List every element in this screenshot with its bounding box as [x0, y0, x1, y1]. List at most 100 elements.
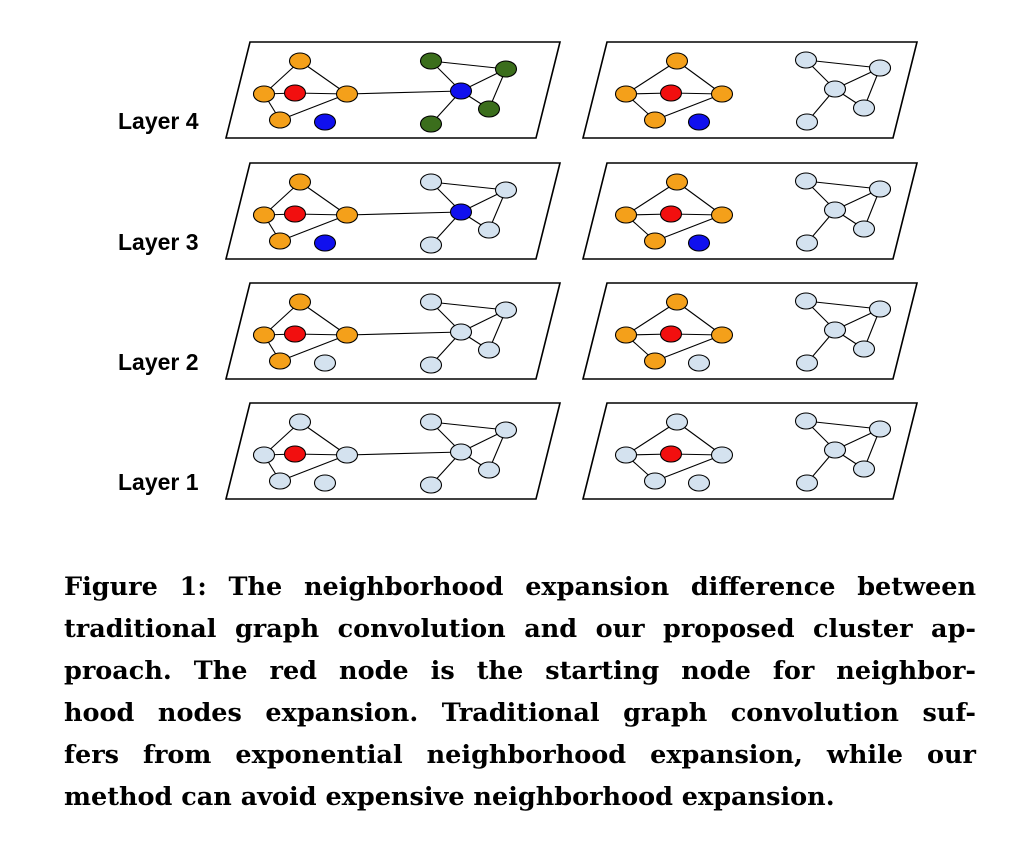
layer-label: Layer 4 [118, 108, 199, 134]
graph-node-light [614, 446, 638, 464]
graph-node-orange [335, 85, 359, 103]
graph-node-light [868, 180, 892, 198]
graph-edge [279, 93, 348, 121]
graph-edge [805, 300, 881, 310]
graph-node-light [823, 201, 847, 219]
graph-node-light [687, 474, 711, 492]
graph-node-light [794, 292, 818, 310]
graph-edge [430, 60, 507, 70]
graph-node-light [794, 412, 818, 430]
graph-node-red [283, 445, 307, 463]
graph-node-orange [665, 173, 689, 191]
graph-node-orange [252, 206, 276, 224]
graph-node-light [687, 354, 711, 372]
graph-node-light [795, 234, 819, 252]
graph-node-red [659, 325, 683, 343]
graph-node-light [710, 446, 734, 464]
graph-node-red [659, 205, 683, 223]
graph-node-light [794, 172, 818, 190]
graph-edge [279, 334, 348, 362]
graph-node-light [868, 420, 892, 438]
graph-node-light [288, 413, 312, 431]
graph-node-blue [449, 203, 473, 221]
caption-line-4: hood nodes expansion. Traditional graph … [64, 698, 976, 728]
graph-node-orange [643, 232, 667, 250]
traditional-panel [224, 162, 562, 260]
graph-node-light [252, 446, 276, 464]
graph-node-orange [268, 352, 292, 370]
graph-node-orange [288, 52, 312, 70]
graph-node-orange [288, 173, 312, 191]
graph-edge [625, 301, 678, 336]
graph-node-green [419, 115, 443, 133]
cluster-panel [581, 402, 919, 500]
graph-node-light [795, 354, 819, 372]
layer-label: Layer 1 [118, 469, 199, 495]
graph-node-light [335, 446, 359, 464]
graph-node-light [494, 181, 518, 199]
graph-node-orange [252, 85, 276, 103]
graph-node-orange [335, 326, 359, 344]
traditional-panel [224, 282, 562, 380]
graph-node-blue [687, 113, 711, 131]
graph-node-light [823, 441, 847, 459]
graph-edge [346, 331, 462, 336]
graph-node-red [283, 205, 307, 223]
graph-node-light [477, 221, 501, 239]
graph-edge [625, 60, 678, 95]
graph-node-light [419, 236, 443, 254]
graph-node-orange [710, 326, 734, 344]
graph-node-light [823, 80, 847, 98]
panel-frame [581, 402, 919, 500]
graph-node-light [419, 173, 443, 191]
graph-node-red [283, 325, 307, 343]
graph-node-light [419, 413, 443, 431]
graph-node-light [494, 301, 518, 319]
graph-node-orange [614, 206, 638, 224]
graph-edge [346, 90, 462, 95]
graph-node-blue [687, 234, 711, 252]
graph-node-light [419, 293, 443, 311]
panel-frame [581, 162, 919, 260]
graph-node-orange [268, 111, 292, 129]
graph-node-orange [252, 326, 276, 344]
graph-edge [346, 211, 462, 216]
graph-edge [625, 421, 678, 456]
graph-edge [805, 59, 881, 69]
graph-node-orange [710, 206, 734, 224]
layer-label: Layer 2 [118, 349, 199, 375]
graph-node-green [494, 60, 518, 78]
graph-node-light [449, 323, 473, 341]
graph-node-green [477, 100, 501, 118]
graph-node-light [477, 461, 501, 479]
graph-node-blue [313, 113, 337, 131]
graph-node-light [795, 113, 819, 131]
graph-edge [430, 421, 507, 431]
graph-edge [654, 214, 723, 242]
caption-line-2: traditional graph convolution and our pr… [64, 614, 976, 644]
graph-node-light [868, 300, 892, 318]
graph-edge [346, 451, 462, 456]
graph-node-light [494, 421, 518, 439]
graph-edge [805, 180, 881, 190]
graph-node-light [419, 476, 443, 494]
graph-node-light [794, 51, 818, 69]
graph-node-orange [614, 85, 638, 103]
graph-node-red [659, 84, 683, 102]
caption-line-1: Figure 1: The neighborhood expansion dif… [64, 572, 976, 602]
graph-edge [279, 214, 348, 242]
graph-node-light [852, 99, 876, 117]
graph-node-light [795, 474, 819, 492]
graph-node-light [852, 460, 876, 478]
traditional-panel [224, 402, 562, 500]
graph-edge [430, 301, 507, 311]
panel-frame [581, 41, 919, 139]
graph-node-orange [665, 52, 689, 70]
graph-node-orange [335, 206, 359, 224]
graph-node-light [477, 341, 501, 359]
graph-edge [654, 93, 723, 121]
caption-line-3: proach. The red node is the starting nod… [64, 656, 976, 686]
graph-node-light [823, 321, 847, 339]
